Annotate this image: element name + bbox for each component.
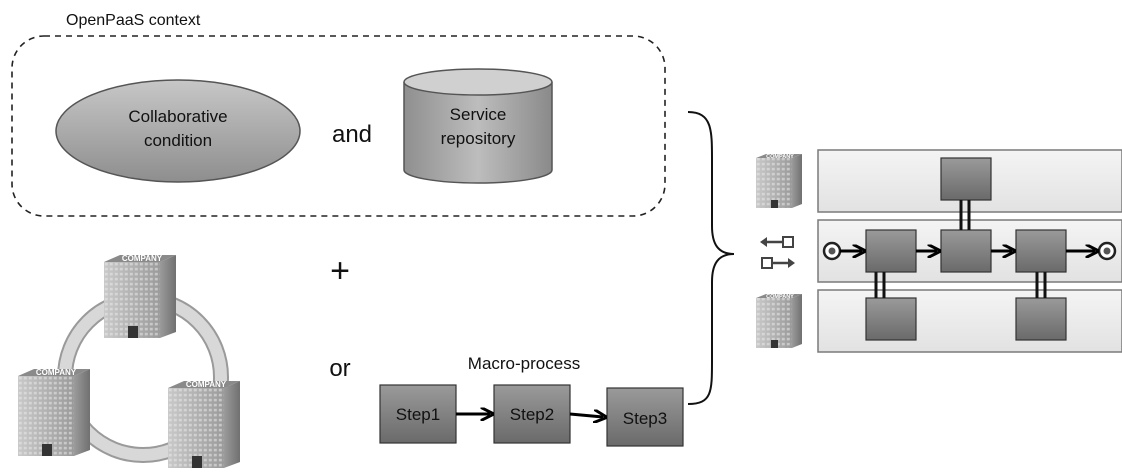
exchange-arrows-icon: [760, 236, 795, 269]
message-connector: [874, 272, 886, 298]
svg-text:COMPANY: COMPANY: [36, 368, 77, 377]
macro-step-label: Step1: [396, 405, 440, 424]
macro-process: Macro-process Step1 Step2 Step3: [379, 354, 684, 447]
service-repository-cylinder: Service repository: [403, 68, 553, 184]
service-repository-line1: Service: [450, 105, 507, 124]
company-building-icon: COMPANY: [104, 254, 176, 338]
message-connector: [1035, 272, 1047, 298]
service-repository-line2: repository: [441, 129, 516, 148]
process-activity: [865, 297, 917, 341]
collaborative-process: COMPANY COMPANY: [756, 149, 1122, 353]
macro-flow-arrow: [569, 414, 603, 417]
macro-step-label: Step3: [623, 409, 667, 428]
process-activity: [940, 229, 992, 273]
collaborative-condition-line2: condition: [144, 131, 212, 150]
collaborative-condition-ellipse: Collaborative condition: [55, 79, 301, 183]
swimlane: [817, 289, 1122, 353]
connector-and: and: [332, 121, 372, 148]
connector-or: or: [329, 355, 350, 382]
process-activity: [865, 229, 917, 273]
collaborative-condition-line1: Collaborative: [128, 107, 227, 126]
company-building-icon: COMPANY: [756, 154, 802, 208]
company-building-icon: COMPANY: [18, 368, 90, 456]
context-title: OpenPaaS context: [66, 12, 201, 29]
grouping-brace: [687, 111, 735, 405]
svg-text:COMPANY: COMPANY: [186, 380, 227, 389]
context-boundary: [11, 35, 666, 217]
macro-process-title: Macro-process: [468, 354, 580, 373]
process-activity: [1015, 297, 1067, 341]
svg-text:COMPANY: COMPANY: [766, 294, 794, 300]
svg-text:COMPANY: COMPANY: [122, 254, 163, 263]
svg-text:COMPANY: COMPANY: [766, 154, 794, 160]
company-building-icon: COMPANY: [756, 294, 802, 348]
macro-step-label: Step2: [510, 405, 554, 424]
end-event-icon: [1097, 241, 1117, 261]
company-building-icon: COMPANY: [168, 380, 240, 468]
start-event-icon: [822, 241, 842, 261]
company-network: COMPANY COMPANY COMPANY: [18, 254, 240, 468]
message-connector: [959, 200, 971, 230]
process-activity: [1015, 229, 1067, 273]
connector-plus: +: [330, 252, 350, 290]
process-activity: [940, 157, 992, 201]
